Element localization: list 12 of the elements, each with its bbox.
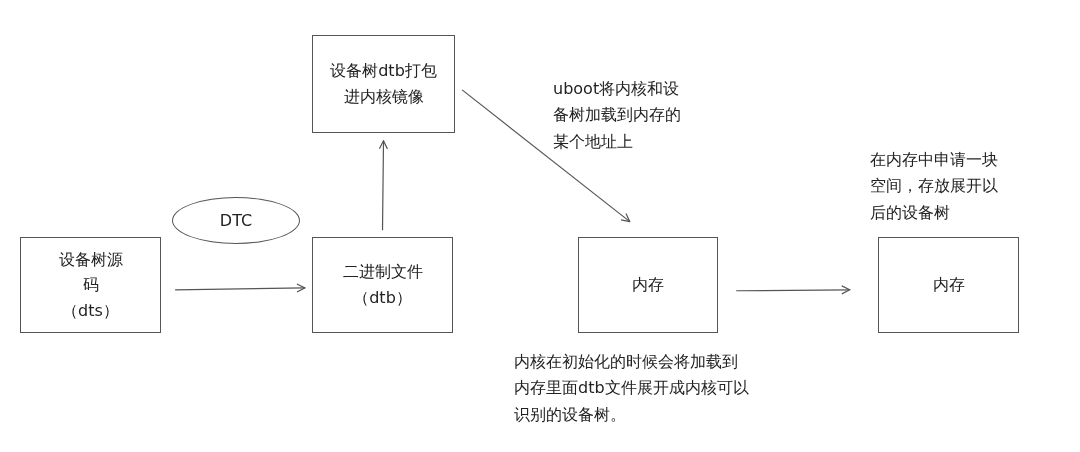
arrow bbox=[378, 140, 388, 231]
process-box: 设备树源码（dts） bbox=[20, 237, 161, 333]
process-box: 二进制文件（dtb） bbox=[312, 237, 453, 333]
process-box: 内存 bbox=[878, 237, 1019, 333]
node-note: 内核在初始化的时候会将加载到内存里面dtb文件展开成内核可以识别的设备树。 bbox=[514, 351, 750, 426]
process-ellipse: DTC bbox=[172, 197, 300, 244]
node-note: 在内存中申请一块空间，存放展开以后的设备树 bbox=[870, 149, 999, 224]
arrow bbox=[174, 283, 306, 293]
arrow bbox=[735, 285, 851, 295]
process-box: 设备树dtb打包进内核镜像 bbox=[312, 35, 455, 133]
arrow bbox=[461, 89, 631, 223]
process-box: 内存 bbox=[578, 237, 718, 333]
